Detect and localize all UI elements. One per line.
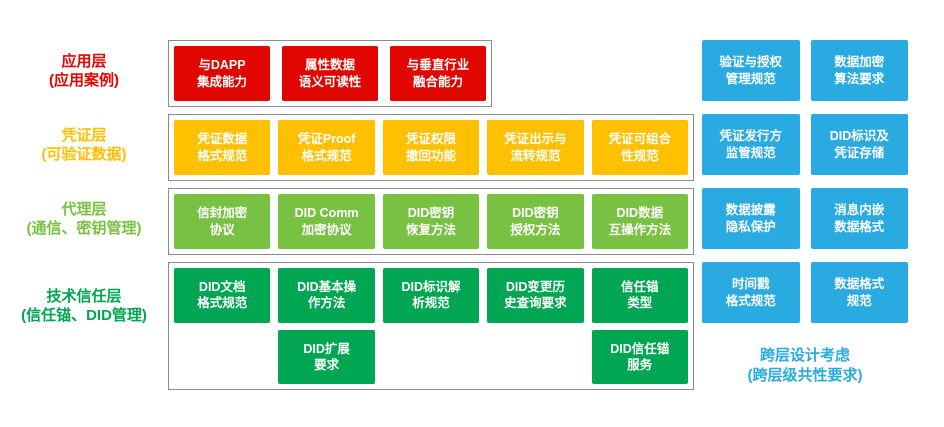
application-box-semantics: 属性数据 语义可读性	[282, 46, 378, 101]
cross-layer-label: 跨层设计考虑 (跨层级共性要求)	[747, 347, 863, 384]
application-layer-group: 与DAPP 集成能力 属性数据 语义可读性 与垂直行业 融合能力	[168, 40, 492, 107]
trust-box-history: DID变更历 史查询要求	[487, 268, 584, 323]
trust-box-document: DID文档 格式规范	[174, 268, 271, 323]
trust-box-anchor-service: DID信任锚 服务	[591, 329, 688, 384]
credential-box-revocation: 凭证权限 撤回功能	[382, 120, 480, 175]
trust-box-operations: DID基本操 作方法	[278, 268, 375, 323]
layer-label-trust: 技术信任层 (信任锚、DID管理)	[21, 288, 147, 324]
layer-label-application: 应用层 (应用案例)	[49, 53, 119, 89]
trust-box-resolution: DID标识解 析规范	[382, 268, 480, 323]
agent-layer-group: 信封加密 协议 DID Comm 加密协议 DID密钥 恢复方法 DID密钥 授…	[168, 188, 694, 255]
trust-box-extension: DID扩展 要求	[278, 329, 375, 384]
cross-box-privacy: 数据披露 隐私保护	[702, 188, 800, 249]
cross-layer-group: 验证与授权 管理规范 数据加密 算法要求 凭证发行方 监管规范 DID标识及 凭…	[702, 40, 908, 323]
agent-box-recovery: DID密钥 恢复方法	[382, 194, 480, 249]
cross-box-encryption: 数据加密 算法要求	[810, 40, 908, 101]
credential-box-composable: 凭证可组合 性规范	[591, 120, 689, 175]
cross-box-storage: DID标识及 凭证存储	[810, 114, 908, 175]
layer-label-credential: 凭证层 (可验证数据)	[41, 127, 127, 163]
agent-box-envelope: 信封加密 协议	[174, 194, 271, 249]
application-box-vertical: 与垂直行业 融合能力	[390, 46, 486, 101]
credential-box-presenting: 凭证出示与 流转规范	[487, 120, 584, 175]
cross-box-issuer: 凭证发行方 监管规范	[702, 114, 800, 175]
cross-box-auth: 验证与授权 管理规范	[702, 40, 800, 101]
trust-layer-group: DID文档 格式规范 DID基本操 作方法 DID标识解 析规范 DID变更历 …	[168, 262, 694, 390]
trust-box-anchor-type: 信任锚 类型	[591, 268, 688, 323]
agent-box-didcomm: DID Comm 加密协议	[278, 194, 375, 249]
credential-box-proof: 凭证Proof 格式规范	[278, 120, 375, 175]
agent-box-authorize: DID密钥 授权方法	[487, 194, 584, 249]
cross-box-data-format: 数据格式 规范	[810, 262, 908, 323]
credential-box-format: 凭证数据 格式规范	[174, 120, 271, 175]
layer-label-agent: 代理层 (通信、密钥管理)	[26, 201, 142, 237]
cross-box-message: 消息内嵌 数据格式	[810, 188, 908, 249]
cross-box-timestamp: 时间戳 格式规范	[702, 262, 800, 323]
credential-layer-group: 凭证数据 格式规范 凭证Proof 格式规范 凭证权限 撤回功能 凭证出示与 流…	[168, 114, 694, 181]
agent-box-interop: DID数据 互操作方法	[591, 194, 689, 249]
application-box-dapp: 与DAPP 集成能力	[174, 46, 270, 101]
